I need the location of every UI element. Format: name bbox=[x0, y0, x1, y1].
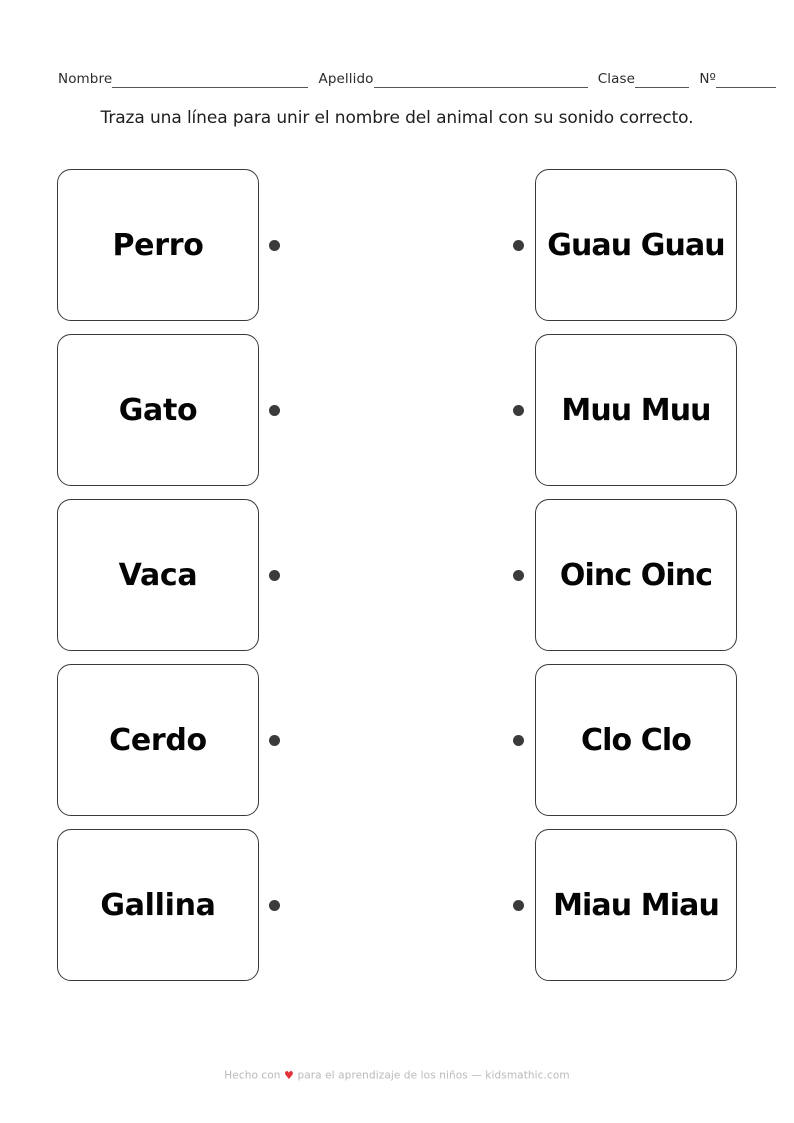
field-label-nombre: Nombre bbox=[58, 71, 113, 87]
matching-row: Gallina Miau Miau bbox=[0, 829, 794, 981]
animal-card[interactable]: Gato bbox=[57, 334, 259, 486]
footer-credit: Hecho con ♥ para el aprendizaje de los n… bbox=[0, 1069, 794, 1082]
animal-card[interactable]: Gallina bbox=[57, 829, 259, 981]
connector-dot-right[interactable] bbox=[513, 569, 524, 581]
sound-label: Muu Muu bbox=[561, 392, 711, 428]
sound-card[interactable]: Muu Muu bbox=[535, 334, 737, 486]
matching-row: Cerdo Clo Clo bbox=[0, 664, 794, 816]
field-line-numero[interactable] bbox=[716, 74, 777, 88]
matching-row: Vaca Oinc Oinc bbox=[0, 499, 794, 651]
sound-card[interactable]: Miau Miau bbox=[535, 829, 737, 981]
animal-card[interactable]: Cerdo bbox=[57, 664, 259, 816]
field-label-clase: Clase bbox=[597, 71, 636, 87]
field-line-nombre[interactable] bbox=[112, 74, 309, 88]
matching-area: Perro Guau Guau Gato Muu Muu Vaca bbox=[0, 169, 794, 981]
field-line-apellido[interactable] bbox=[373, 74, 588, 88]
field-label-apellido: Apellido bbox=[318, 71, 374, 87]
connector-dot-left[interactable] bbox=[269, 569, 280, 581]
matching-row: Gato Muu Muu bbox=[0, 334, 794, 486]
connector-dot-left[interactable] bbox=[269, 899, 280, 911]
sound-card[interactable]: Clo Clo bbox=[535, 664, 737, 816]
student-info-row: Nombre Apellido Clase Nº bbox=[58, 62, 777, 88]
connector-dot-left[interactable] bbox=[269, 404, 280, 416]
footer-text-before: Hecho con bbox=[224, 1069, 281, 1082]
animal-card[interactable]: Vaca bbox=[57, 499, 259, 651]
field-line-clase[interactable] bbox=[635, 74, 690, 88]
field-apellido[interactable]: Apellido bbox=[319, 71, 588, 88]
connector-dot-left[interactable] bbox=[269, 734, 280, 746]
connector-dot-right[interactable] bbox=[513, 404, 524, 416]
field-label-numero: Nº bbox=[699, 71, 717, 87]
animal-label: Gallina bbox=[100, 887, 216, 923]
animal-label: Vaca bbox=[118, 557, 198, 593]
connector-dot-left[interactable] bbox=[269, 239, 280, 251]
field-clase[interactable]: Clase bbox=[597, 71, 690, 88]
instruction-text: Traza una línea para unir el nombre del … bbox=[100, 108, 694, 128]
animal-label: Gato bbox=[118, 392, 198, 428]
connector-dot-right[interactable] bbox=[513, 239, 524, 251]
sound-card[interactable]: Oinc Oinc bbox=[535, 499, 737, 651]
field-numero[interactable]: Nº bbox=[699, 71, 777, 88]
sound-label: Oinc Oinc bbox=[559, 557, 713, 593]
animal-card[interactable]: Perro bbox=[57, 169, 259, 321]
sound-label: Clo Clo bbox=[581, 722, 692, 758]
footer-text-after: para el aprendizaje de los niños — kidsm… bbox=[297, 1069, 570, 1082]
animal-label: Perro bbox=[112, 227, 204, 263]
animal-label: Cerdo bbox=[109, 722, 207, 758]
connector-dot-right[interactable] bbox=[513, 734, 524, 746]
sound-label: Miau Miau bbox=[553, 887, 720, 923]
heart-icon: ♥ bbox=[284, 1069, 294, 1082]
matching-row: Perro Guau Guau bbox=[0, 169, 794, 321]
connector-dot-right[interactable] bbox=[513, 899, 524, 911]
sound-label: Guau Guau bbox=[547, 227, 725, 263]
field-nombre[interactable]: Nombre bbox=[58, 71, 309, 88]
sound-card[interactable]: Guau Guau bbox=[535, 169, 737, 321]
